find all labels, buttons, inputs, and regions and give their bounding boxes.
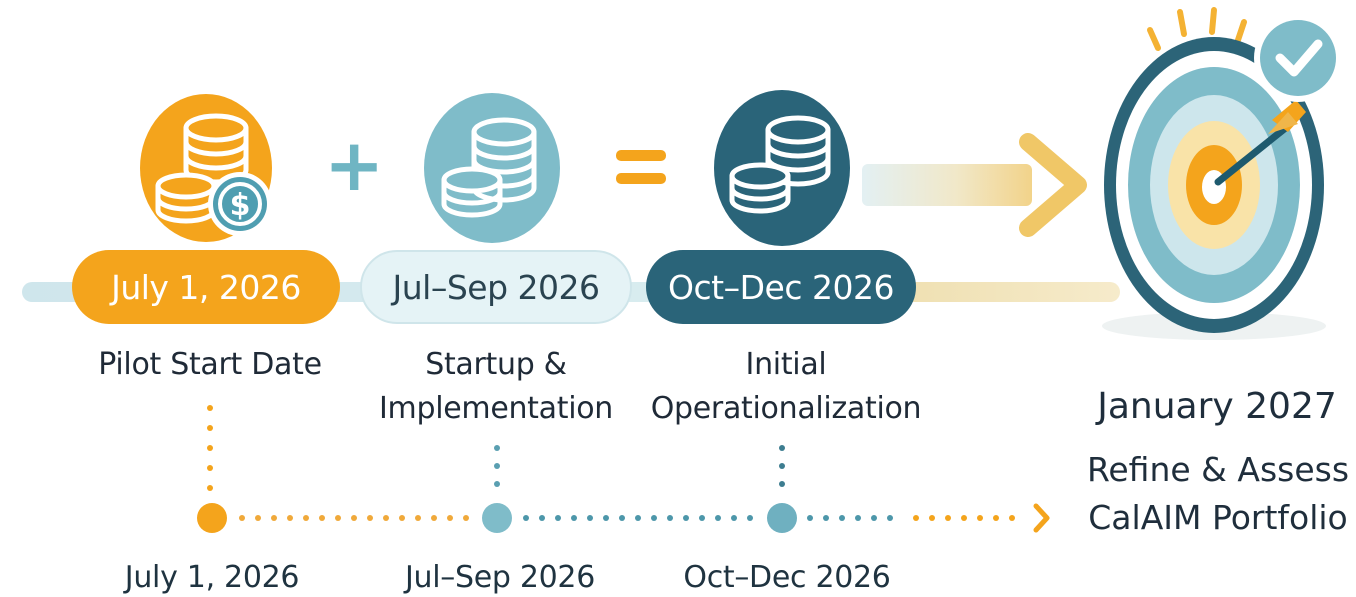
timeline-drop-1 [207,405,213,491]
timeline-dot [651,515,657,521]
timeline-dot [1009,515,1015,521]
stage-caption-1: Pilot Start Date [70,343,350,387]
timeline-dot [913,515,919,521]
stage-pill-3: Oct–Dec 2026 [646,250,916,324]
timeline-dot [415,515,421,521]
stage-caption-2: Startup & Implementation [356,343,636,431]
timeline-dot [287,515,293,521]
stage-caption-2-line1: Startup & [425,347,567,382]
timeline-node-3 [767,503,797,533]
timeline-dot [367,515,373,521]
timeline-dot [871,515,877,521]
timeline-dot [303,515,309,521]
stage-caption-3: Initial Operationalization [636,343,936,431]
goal-line1: Refine & Assess [1086,450,1350,489]
stage-caption-3-line1: Initial [745,347,827,382]
goal-date: January 2027 [1097,386,1337,427]
timeline-dot [399,515,405,521]
timeline-dots-d [913,515,1015,521]
timeline-dot [603,515,609,521]
timeline-label-1: July 1, 2026 [124,560,300,595]
timeline-dot [945,515,951,521]
stage-caption-2-line2: Implementation [378,391,613,426]
timeline-dot [255,515,261,521]
target-checkmark-icon [1102,7,1342,340]
timeline-dot [319,515,325,521]
timeline-dot [523,515,529,521]
svg-text:$: $ [230,188,251,223]
stage-pill-1: July 1, 2026 [72,250,340,324]
timeline-dot [961,515,967,521]
track-bar-right [905,282,1120,302]
timeline-dot [747,515,753,521]
timeline-dot [929,515,935,521]
timeline-dot [463,515,469,521]
coins-dollar-icon: $ [140,94,272,242]
timeline-dot [977,515,983,521]
timeline-dot [555,515,561,521]
timeline-dot [635,515,641,521]
timeline-dot [271,515,277,521]
timeline-dot [667,515,673,521]
coins-stack-icon [424,93,560,243]
coins-stack-icon [714,90,850,246]
timeline-dot [807,515,813,521]
timeline-dot [993,515,999,521]
timeline-dot [431,515,437,521]
timeline-node-1 [197,503,227,533]
timeline-label-2: Jul–Sep 2026 [404,560,596,595]
timeline-chevron-icon [1033,503,1050,533]
timeline-dot [715,515,721,521]
timeline-drop-3 [779,445,785,487]
timeline-dots-c [807,515,893,521]
timeline-label-3: Oct–Dec 2026 [683,560,891,595]
timeline-dot [887,515,893,521]
timeline-dots-a [239,515,469,521]
timeline-dot [855,515,861,521]
timeline-dot [335,515,341,521]
timeline-dot [699,515,705,521]
stage-caption-1-line1: Pilot Start Date [98,347,322,382]
plus-operator: + [324,123,385,207]
timeline-dot [619,515,625,521]
timeline-dot [731,515,737,521]
timeline-dot [823,515,829,521]
timeline-dot [239,515,245,521]
timeline-dot [383,515,389,521]
goal-arrow [862,133,1087,237]
stage-pill-2: Jul–Sep 2026 [360,250,632,324]
timeline-dot [587,515,593,521]
timeline-dot [539,515,545,521]
timeline-node-2 [482,503,512,533]
equals-operator [616,150,666,184]
timeline-dot [351,515,357,521]
stage-caption-3-line2: Operationalization [650,391,922,426]
timeline-dot [571,515,577,521]
timeline-dot [683,515,689,521]
timeline-drop-2 [494,445,500,487]
timeline-dot [839,515,845,521]
goal-line2: CalAIM Portfolio [1088,498,1348,537]
timeline-dots-b [523,515,753,521]
timeline-dot [447,515,453,521]
